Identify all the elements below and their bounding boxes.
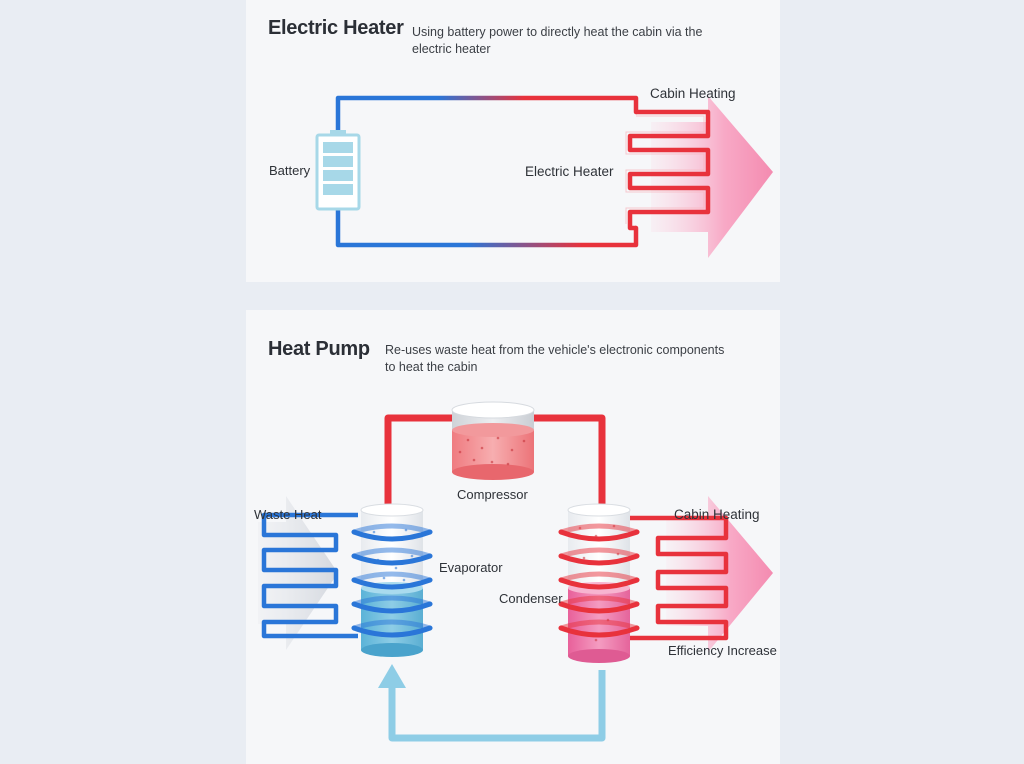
- return-pipe: [388, 670, 606, 742]
- electric-heater-label: Electric Heater: [525, 164, 614, 179]
- compressor-label: Compressor: [457, 487, 528, 502]
- evaporator-label: Evaporator: [439, 560, 503, 575]
- cabin-heating-label: Cabin Heating: [674, 507, 760, 522]
- evaporator: [351, 503, 433, 657]
- electric-heater-diagram: [315, 95, 773, 258]
- efficiency-increase-label: Efficiency Increase: [668, 643, 777, 658]
- cabin-heating-label: Cabin Heating: [650, 86, 736, 101]
- condenser-label: Condenser: [499, 591, 563, 606]
- electric-heater-title: Electric Heater: [268, 17, 404, 39]
- wire-top: [335, 95, 639, 133]
- heat-pump-title: Heat Pump: [268, 338, 370, 360]
- waste-heat-coil: [261, 512, 358, 639]
- electric-heater-description-line1: Using battery power to directly heat the…: [412, 25, 703, 39]
- waste-heat-label: Waste Heat: [254, 507, 322, 522]
- battery-label: Battery: [269, 163, 311, 178]
- cabin-heating-coil: [630, 515, 729, 641]
- heat-pump-diagram: [258, 401, 773, 742]
- return-flow-arrowhead: [378, 664, 406, 688]
- heat-pump-description-line1: Re-uses waste heat from the vehicle's el…: [385, 343, 725, 357]
- battery-icon: [315, 130, 361, 211]
- compressor: [451, 401, 535, 480]
- hot-refrigerant-pipe: [384, 414, 606, 510]
- electric-heater-coil: [625, 109, 711, 231]
- cabin-heating-arrow: [651, 96, 773, 258]
- electric-heater-description-line2: electric heater: [412, 42, 491, 56]
- electric-heater-panel: Electric Heater Using battery power to d…: [246, 0, 780, 282]
- heat-pump-panel: Heat Pump Re-uses waste heat from the ve…: [246, 310, 780, 764]
- condenser: [558, 503, 640, 663]
- wire-bottom: [335, 207, 639, 248]
- heat-pump-description-line2: to heat the cabin: [385, 360, 478, 374]
